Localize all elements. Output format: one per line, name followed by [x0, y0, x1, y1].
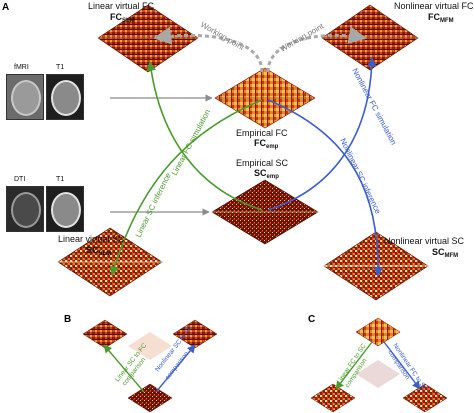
fc-mfm-title: Nonlinear virtual FC	[394, 1, 474, 11]
dti-caption: DTI	[14, 176, 26, 183]
fc-slm-symbol: FCSLM	[110, 12, 135, 24]
fc-emp-title: Empirical FC	[236, 128, 288, 138]
c-sc-mfm-matrix	[402, 383, 448, 413]
fc-emp-symbol: FCemp	[254, 138, 279, 150]
fmri-image	[6, 74, 44, 120]
b-right-link	[155, 344, 196, 393]
nonlinear-sc-inference-label: Nonlinear SC inference	[338, 137, 383, 216]
dti-image	[6, 186, 44, 232]
b-fc-emp-ghost	[128, 332, 172, 360]
panel-letter-c: C	[308, 314, 316, 325]
nonlinear-fc-simulation-arrow	[267, 57, 377, 211]
c-sc-slm-matrix	[310, 383, 356, 413]
c-left-link	[335, 341, 373, 390]
fc-mfm-symbol: FCMFM	[428, 12, 454, 24]
dti-brain	[11, 192, 41, 228]
t1-bottom-brain	[51, 192, 81, 228]
fc-slm-subscript: SLM	[122, 18, 135, 24]
linear-sc-inference-arrow	[109, 99, 263, 276]
fc-slm-title: Linear virtual FC	[88, 1, 155, 11]
c-sc-emp-ghost	[356, 360, 400, 388]
working-point-left-arrow	[153, 26, 264, 73]
b-sc-emp-matrix	[127, 383, 173, 413]
sc-mfm-symbol: SCMFM	[432, 247, 459, 259]
sc-slm-title: Linear virtual SC	[58, 234, 125, 244]
nonlinear-sc-inference-arrow	[267, 99, 383, 277]
fc-slm-matrix	[97, 4, 199, 73]
sc-emp-subscript: emp	[266, 174, 279, 180]
working-point-right-label: Working point	[279, 21, 326, 54]
panel-letter-b: B	[64, 314, 72, 325]
b-fc-slm-matrix	[82, 319, 128, 349]
linear-sc-inference-label: Linear SC inference	[134, 171, 173, 239]
fc-mfm-matrix	[321, 4, 419, 71]
t1-top-caption: T1	[56, 64, 65, 71]
fmri-caption: fMRI	[14, 64, 29, 71]
t1-bottom-image	[46, 186, 84, 232]
t1-top-brain	[51, 80, 81, 116]
b-left-link	[103, 344, 145, 393]
linear-fc-simulation-arrow	[146, 61, 263, 211]
c-right-link	[383, 341, 421, 390]
sc-slm-symbol: SCSLM	[86, 245, 112, 257]
c-fc-emp-matrix	[355, 317, 401, 347]
fmri-brain	[11, 80, 41, 116]
sc-emp-symbol: SCemp	[254, 168, 279, 180]
fc-mfm-subscript: MFM	[440, 18, 454, 24]
sc-mfm-title: Nonlinear virtual SC	[384, 236, 465, 246]
nonlinear-fc-simulation-label: Nonlinear FC simulation	[350, 67, 398, 147]
fc-emp-subscript: emp	[266, 144, 279, 150]
sc-mfm-subscript: MFM	[444, 253, 459, 259]
t1-bottom-caption: T1	[56, 176, 65, 183]
working-point-right-arrow	[266, 26, 367, 73]
t1-top-image	[46, 74, 84, 120]
sc-slm-subscript: SLM	[98, 251, 112, 257]
panel-letter-a: A	[2, 2, 10, 13]
sc-emp-title: Empirical SC	[236, 158, 289, 168]
